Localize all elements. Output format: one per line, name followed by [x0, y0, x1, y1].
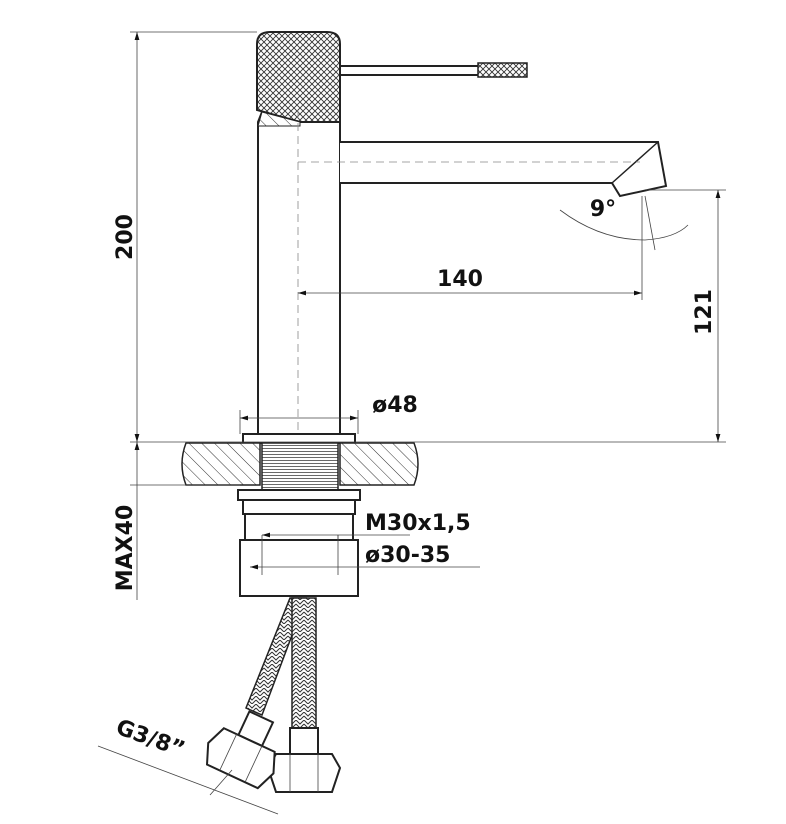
dim-hole: ø30-35: [365, 543, 450, 568]
dim-thread: M30x1,5: [365, 511, 471, 536]
dim-140: 140: [437, 267, 483, 292]
mounting: [181, 433, 419, 597]
dimension-lines: [97, 31, 726, 815]
faucet-body: [257, 110, 668, 440]
dim-200: 200: [113, 214, 138, 260]
handle: [256, 31, 528, 123]
dim-angle: 9°: [590, 197, 616, 222]
hoses: [205, 597, 342, 793]
dim-max40: MAX40: [113, 505, 138, 592]
dim-121: 121: [692, 289, 717, 335]
dim-body-diameter: ø48: [372, 393, 418, 418]
